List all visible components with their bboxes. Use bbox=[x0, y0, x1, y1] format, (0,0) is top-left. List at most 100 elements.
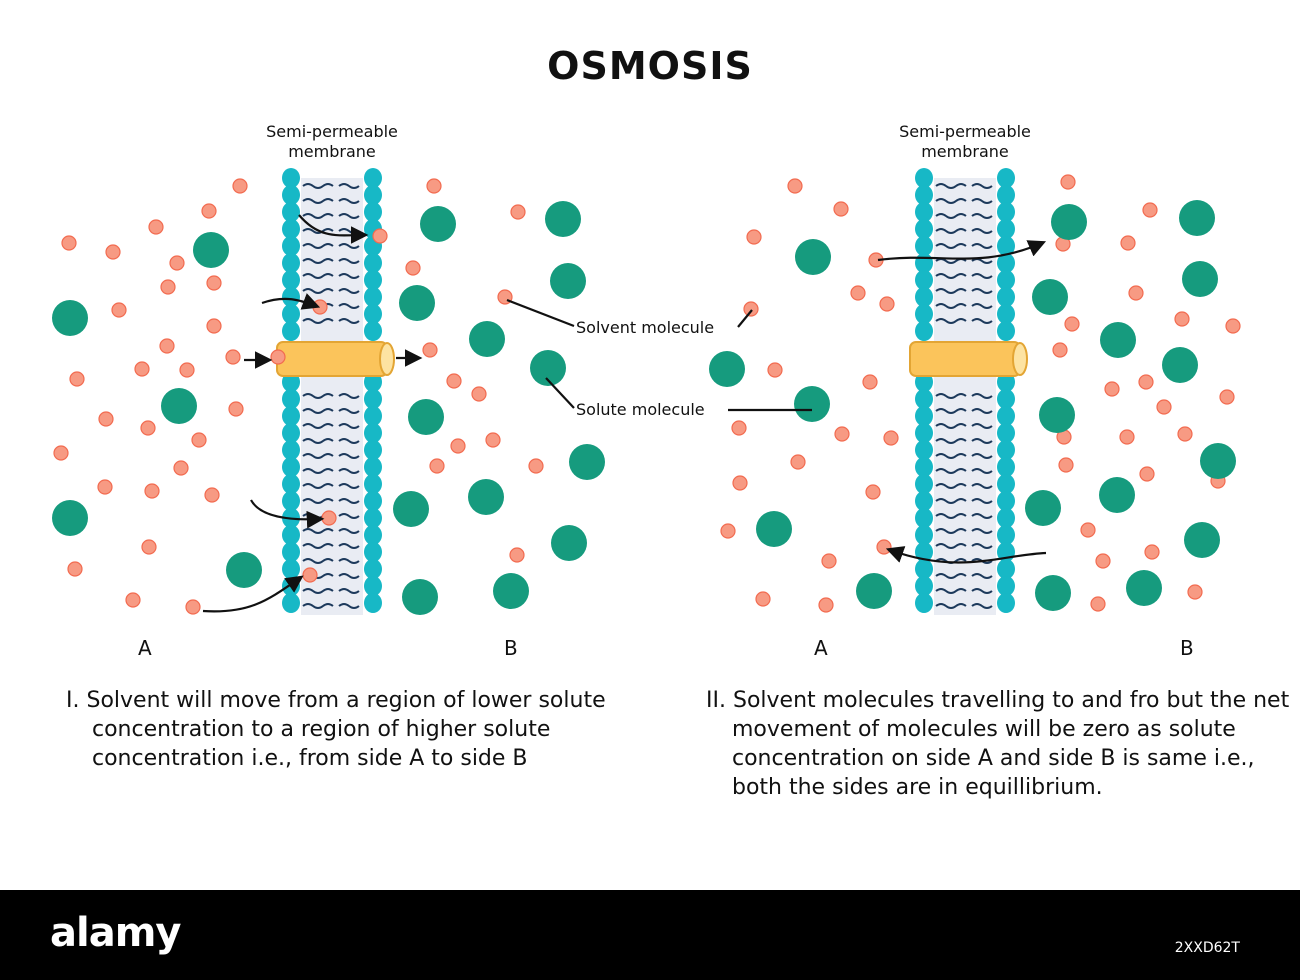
solvent-molecule bbox=[787, 178, 803, 194]
membrane-label-left: Semi-permeable membrane bbox=[266, 122, 398, 161]
lipid-tail bbox=[338, 483, 360, 489]
solvent-molecule bbox=[485, 432, 501, 448]
solute-molecule bbox=[1179, 200, 1215, 236]
solute-molecule bbox=[709, 351, 745, 387]
lipid-tail bbox=[338, 423, 360, 429]
side-b-label-right: B bbox=[1180, 636, 1194, 660]
channel-opening bbox=[1012, 342, 1028, 376]
membrane-head bbox=[282, 423, 300, 443]
solute-molecule bbox=[550, 263, 586, 299]
movement-arrow bbox=[298, 214, 369, 244]
solute-molecule bbox=[530, 350, 566, 386]
solute-molecule bbox=[1025, 490, 1061, 526]
solute-molecule bbox=[1126, 570, 1162, 606]
lipid-tail bbox=[302, 423, 334, 429]
membrane-head bbox=[915, 185, 933, 205]
lipid-tail bbox=[935, 213, 967, 219]
lipid-tail bbox=[338, 558, 360, 564]
membrane-head bbox=[997, 185, 1015, 205]
lipid-tail bbox=[935, 603, 967, 609]
lipid-tail bbox=[971, 453, 993, 459]
membrane-head bbox=[364, 474, 382, 494]
lipid-tail bbox=[338, 273, 360, 279]
solvent-molecule bbox=[1187, 584, 1203, 600]
solvent-molecule bbox=[185, 599, 201, 615]
lipid-tail bbox=[935, 498, 967, 504]
lipid-tail bbox=[935, 513, 967, 519]
solvent-molecule bbox=[876, 539, 892, 555]
caption-right: II. Solvent molecules travelling to and … bbox=[706, 686, 1292, 802]
solvent-molecule bbox=[510, 204, 526, 220]
membrane-head bbox=[282, 593, 300, 613]
lipid-tail bbox=[338, 303, 360, 309]
solvent-molecule bbox=[450, 438, 466, 454]
solute-molecule bbox=[226, 552, 262, 588]
lipid-tail bbox=[302, 198, 334, 204]
membrane-head bbox=[915, 525, 933, 545]
membrane-head bbox=[282, 440, 300, 460]
caption-left: I. Solvent will move from a region of lo… bbox=[66, 686, 632, 773]
solvent-molecule bbox=[422, 342, 438, 358]
lipid-tail bbox=[935, 588, 967, 594]
solvent-molecule bbox=[97, 479, 113, 495]
solvent-molecule bbox=[1052, 342, 1068, 358]
membrane-head bbox=[282, 559, 300, 579]
membrane-head bbox=[282, 202, 300, 222]
membrane-head bbox=[915, 559, 933, 579]
membrane-head bbox=[282, 253, 300, 273]
lipid-tail bbox=[971, 528, 993, 534]
solute-molecule bbox=[1184, 522, 1220, 558]
lipid-tail bbox=[971, 543, 993, 549]
solvent-molecule bbox=[372, 228, 388, 244]
lipid-tail bbox=[935, 468, 967, 474]
lipid-tail bbox=[338, 288, 360, 294]
leader-line bbox=[545, 377, 575, 409]
solvent-molecule bbox=[731, 420, 747, 436]
lipid-tail bbox=[338, 198, 360, 204]
solvent-molecule bbox=[125, 592, 141, 608]
lipid-tail bbox=[935, 543, 967, 549]
solute-molecule bbox=[420, 206, 456, 242]
lipid-tail bbox=[302, 528, 334, 534]
solute-molecule bbox=[393, 491, 429, 527]
solvent-molecule bbox=[720, 523, 736, 539]
membrane-head bbox=[915, 321, 933, 341]
lipid-tail bbox=[338, 528, 360, 534]
membrane-head bbox=[915, 423, 933, 443]
solvent-molecule bbox=[1219, 389, 1235, 405]
lipid-tail bbox=[302, 288, 334, 294]
solvent-molecule bbox=[67, 561, 83, 577]
solvent-molecule bbox=[732, 475, 748, 491]
membrane-head bbox=[997, 270, 1015, 290]
membrane-head bbox=[997, 508, 1015, 528]
solvent-molecule bbox=[61, 235, 77, 251]
image-id: 2XXD62T bbox=[1174, 940, 1240, 956]
solvent-molecule bbox=[302, 567, 318, 583]
lipid-tail bbox=[302, 408, 334, 414]
solute-molecule bbox=[794, 386, 830, 422]
membrane-head bbox=[282, 304, 300, 324]
membrane-head bbox=[915, 202, 933, 222]
membrane-head bbox=[915, 576, 933, 596]
solute-molecule bbox=[1051, 204, 1087, 240]
membrane-head bbox=[364, 508, 382, 528]
membrane-head bbox=[915, 440, 933, 460]
solvent-molecule bbox=[321, 510, 337, 526]
lipid-tail bbox=[338, 468, 360, 474]
lipid-tail bbox=[971, 438, 993, 444]
membrane-head bbox=[997, 559, 1015, 579]
solute-molecule bbox=[468, 479, 504, 515]
caption-left-text: Solvent will move from a region of lower… bbox=[86, 688, 606, 771]
lipid-tail bbox=[935, 393, 967, 399]
membrane-head bbox=[364, 593, 382, 613]
membrane-head bbox=[997, 168, 1015, 188]
membrane-head bbox=[282, 474, 300, 494]
membrane-head bbox=[364, 202, 382, 222]
lipid-tail bbox=[935, 318, 967, 324]
movement-arrow bbox=[877, 240, 1047, 262]
lipid-tail bbox=[935, 303, 967, 309]
solvent-molecule bbox=[821, 553, 837, 569]
solvent-molecule bbox=[98, 411, 114, 427]
solvent-molecule bbox=[105, 244, 121, 260]
solvent-molecule bbox=[1060, 174, 1076, 190]
